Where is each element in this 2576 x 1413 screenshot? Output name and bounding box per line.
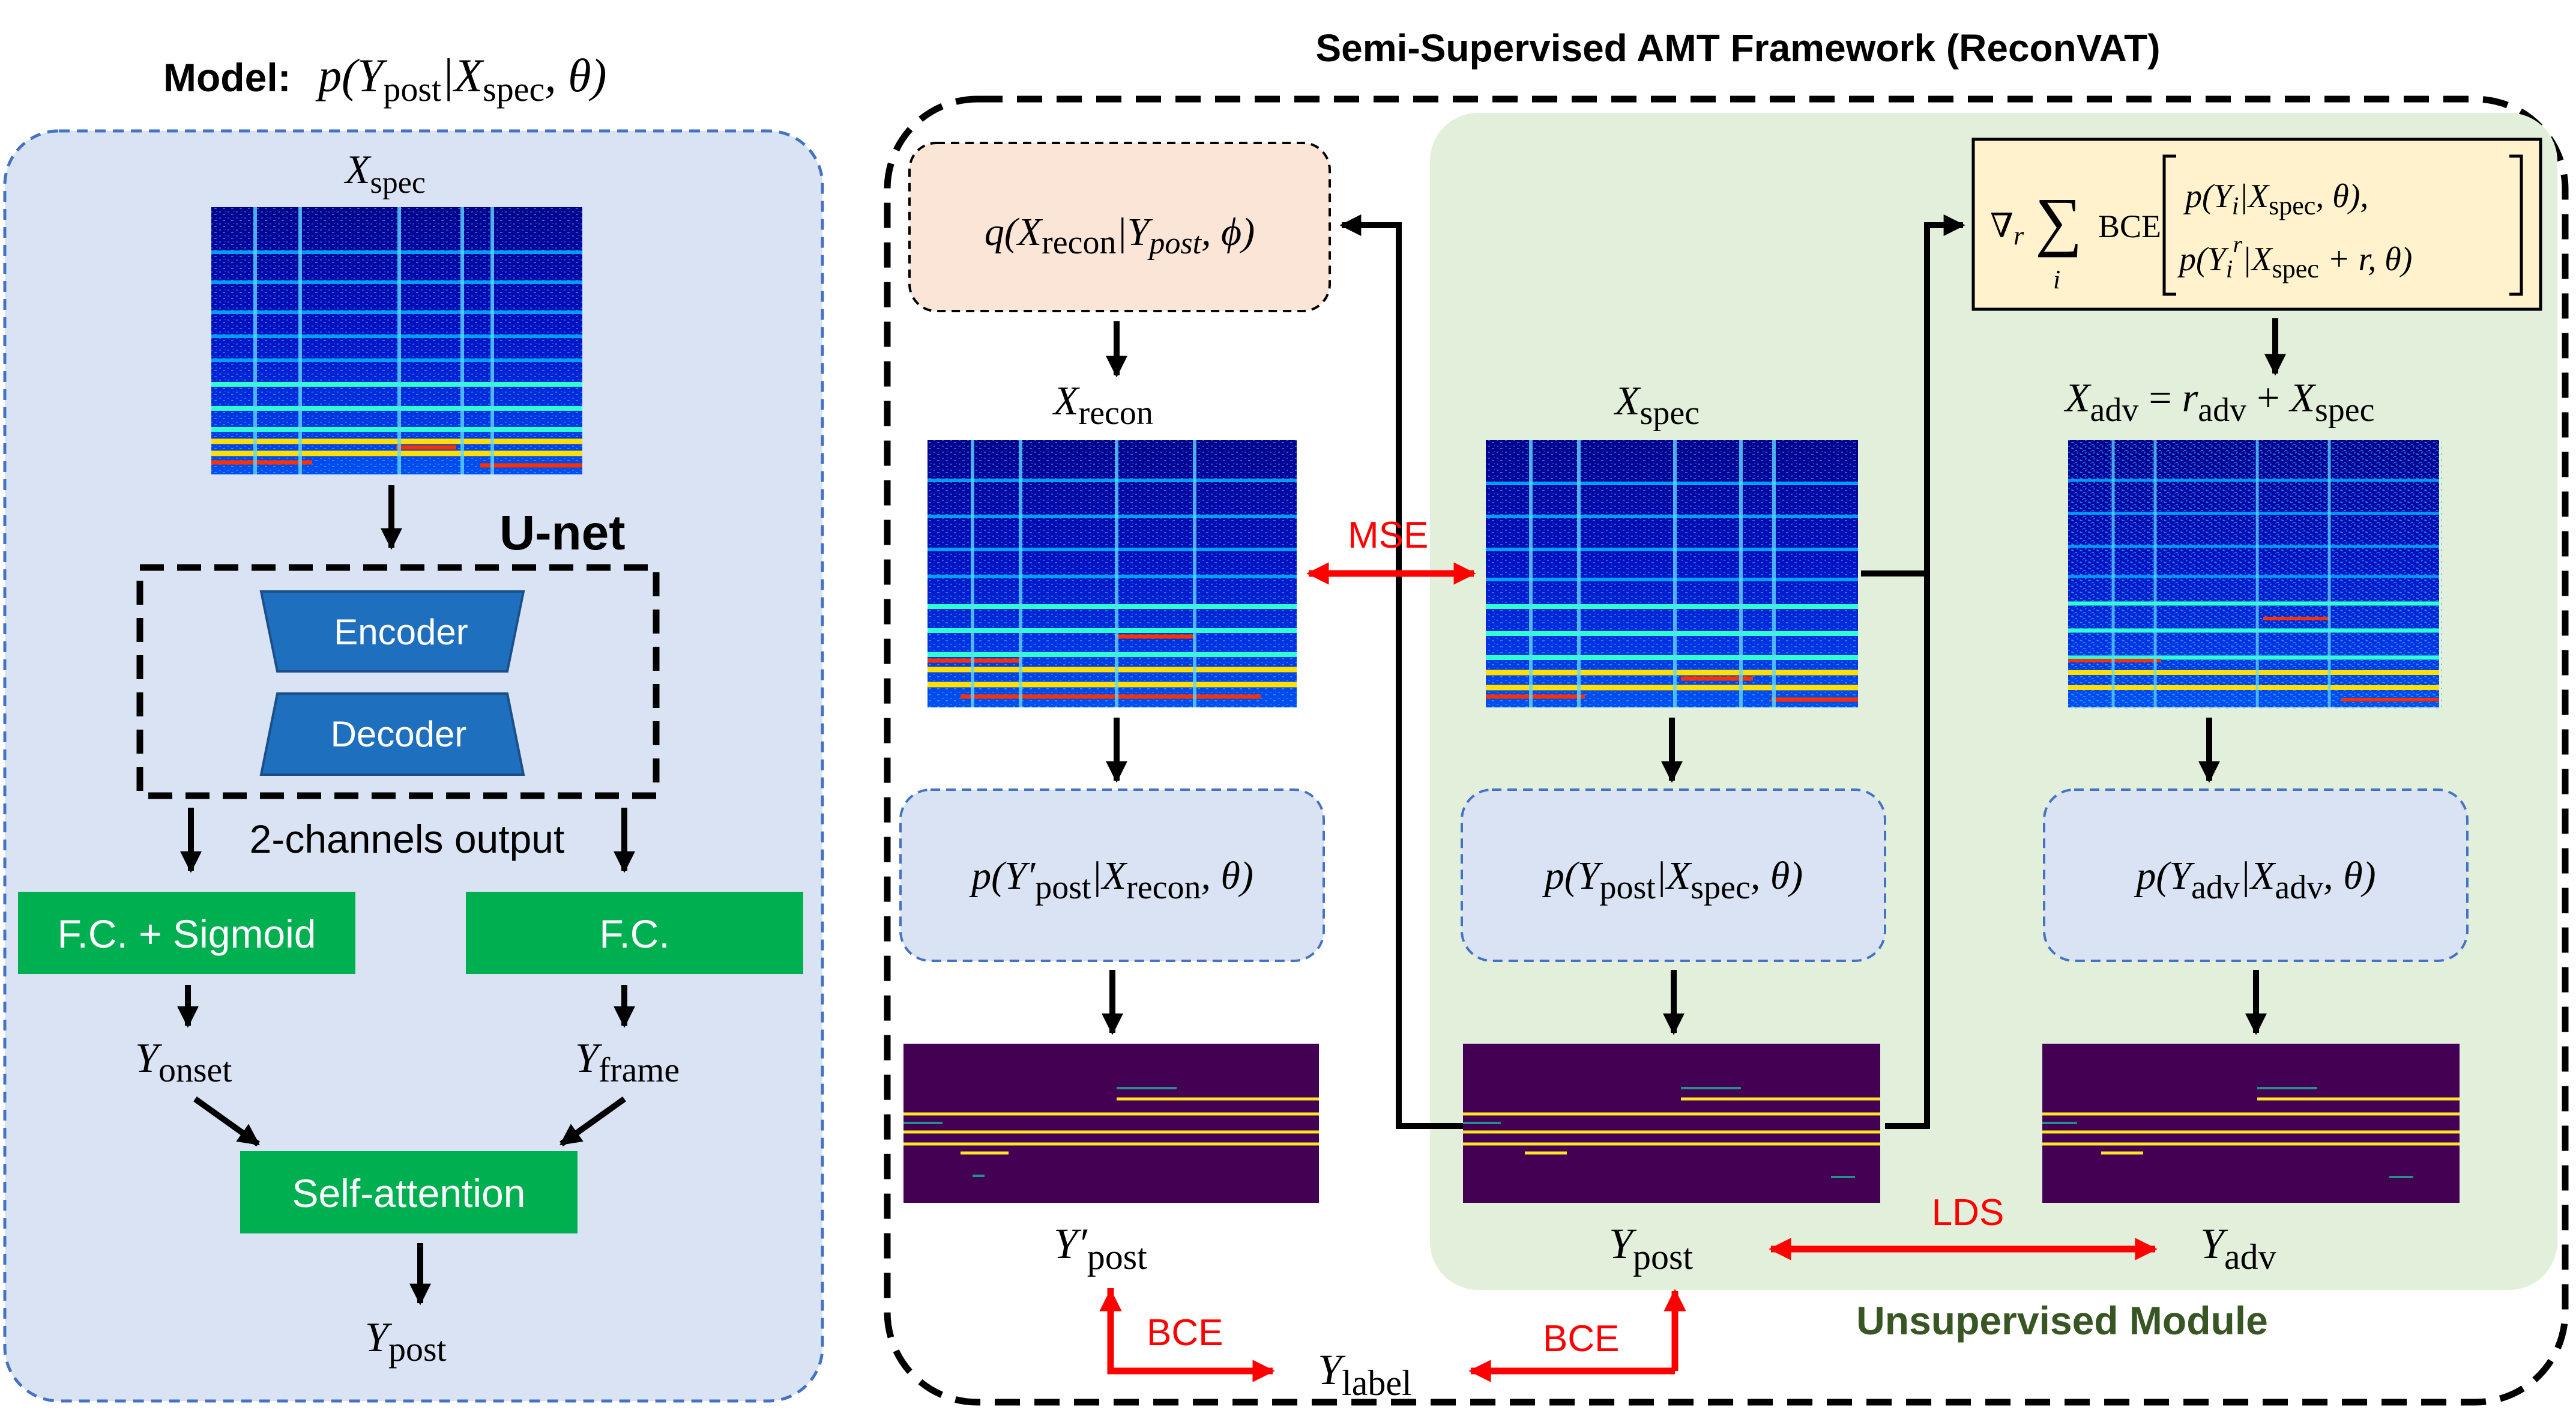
unsupervised-module-bg [1430, 113, 2557, 1290]
channels-label: 2-channels output [250, 817, 565, 861]
arrow-onset-to-attention [193, 1096, 260, 1147]
fc-label: F.C. [599, 912, 669, 956]
lds-label: LDS [1932, 1192, 2004, 1233]
recon-model-label: q(Xrecon|Ypost, ϕ) [985, 210, 1255, 261]
bce-left-label: BCE [1147, 1312, 1223, 1354]
piano-roll-recon [903, 1044, 1319, 1203]
model-recon-label: p(Y′post|Xrecon, θ) [969, 854, 1253, 906]
arrow-frame-to-attention [560, 1096, 626, 1147]
vat-formula-box [1971, 138, 2542, 311]
recon-model-box [908, 142, 1331, 312]
piano-roll-adv [2042, 1044, 2460, 1203]
y-label-label: Ylabel [1318, 1346, 1412, 1403]
svg-text:BCE: BCE [2098, 208, 2161, 244]
model-adv-label: p(Yadv|Xadv, θ) [2134, 854, 2375, 906]
attention-label: Self-attention [292, 1171, 526, 1215]
svg-text:i: i [2053, 265, 2060, 294]
encoder-block [259, 590, 525, 673]
model-recon-box [899, 788, 1325, 962]
mse-label: MSE [1348, 515, 1428, 556]
connector-ypost-to-recon [1339, 214, 1463, 1129]
model-spec-label: p(Ypost|Xspec, θ) [1542, 854, 1803, 906]
right-title: Semi-Supervised AMT Framework (ReconVAT) [1315, 26, 2160, 70]
adv-spectrogram [2068, 440, 2442, 709]
x-adv-label: Xadv = radv + Xspec [2063, 375, 2375, 429]
piano-roll-spec [1463, 1044, 1880, 1203]
fc-sigmoid-block [18, 892, 355, 974]
fc-block [466, 892, 803, 974]
bce-right-label: BCE [1543, 1318, 1619, 1360]
svg-text:∑: ∑ [2035, 184, 2082, 258]
model-spec-box [1461, 788, 1886, 962]
left-spectrogram [211, 207, 582, 474]
left-title-formula: p(Ypost|Xspec, θ) [315, 49, 607, 109]
y-post-prime-label: Y′post [1054, 1220, 1147, 1277]
framework-panel [884, 95, 2569, 1406]
encoder-label: Encoder [334, 612, 468, 652]
fc-sigmoid-label: F.C. + Sigmoid [58, 912, 316, 956]
unet-label: U-net [499, 506, 626, 560]
x-recon-label: Xrecon [1052, 378, 1153, 432]
decoder-label: Decoder [331, 714, 467, 754]
decoder-block [259, 692, 525, 776]
attention-block [240, 1151, 578, 1233]
spec-spectrogram [1486, 440, 1858, 707]
unsupervised-label: Unsupervised Module [1856, 1298, 2268, 1343]
recon-spectrogram [928, 440, 1297, 707]
left-title-prefix: Model: [163, 55, 291, 100]
model-adv-box [2043, 788, 2469, 962]
svg-text:p(Yi|Xspec, θ),: p(Yi|Xspec, θ), [2183, 178, 2368, 220]
connector-ypost-to-vat [1885, 214, 1965, 1129]
